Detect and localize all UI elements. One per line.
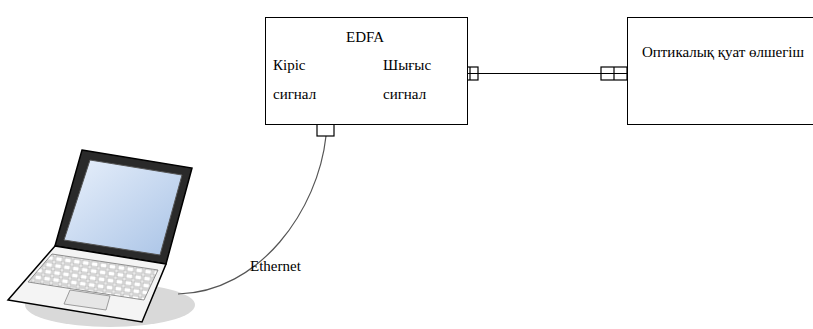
ethernet-cable xyxy=(178,136,326,294)
laptop-touchpad xyxy=(64,290,110,310)
amplifier-box: EDFA Кіріс сигнал Шығыс сигнал xyxy=(265,17,468,125)
laptop-base xyxy=(8,246,166,322)
laptop-lid xyxy=(55,150,192,264)
laptop-screen xyxy=(64,160,182,255)
node-text: Кіріс сигнал xyxy=(273,51,343,108)
optical-fiber xyxy=(468,73,627,74)
node-text: EDFA xyxy=(266,28,464,46)
cable-label: Ethernet xyxy=(250,258,301,275)
node-text: Шығыс сигнал xyxy=(383,51,455,108)
power-meter-box: Оптикалық қуат өлшегіш xyxy=(627,17,813,125)
node-text: Оптикалық қуат өлшегіш xyxy=(638,42,808,62)
